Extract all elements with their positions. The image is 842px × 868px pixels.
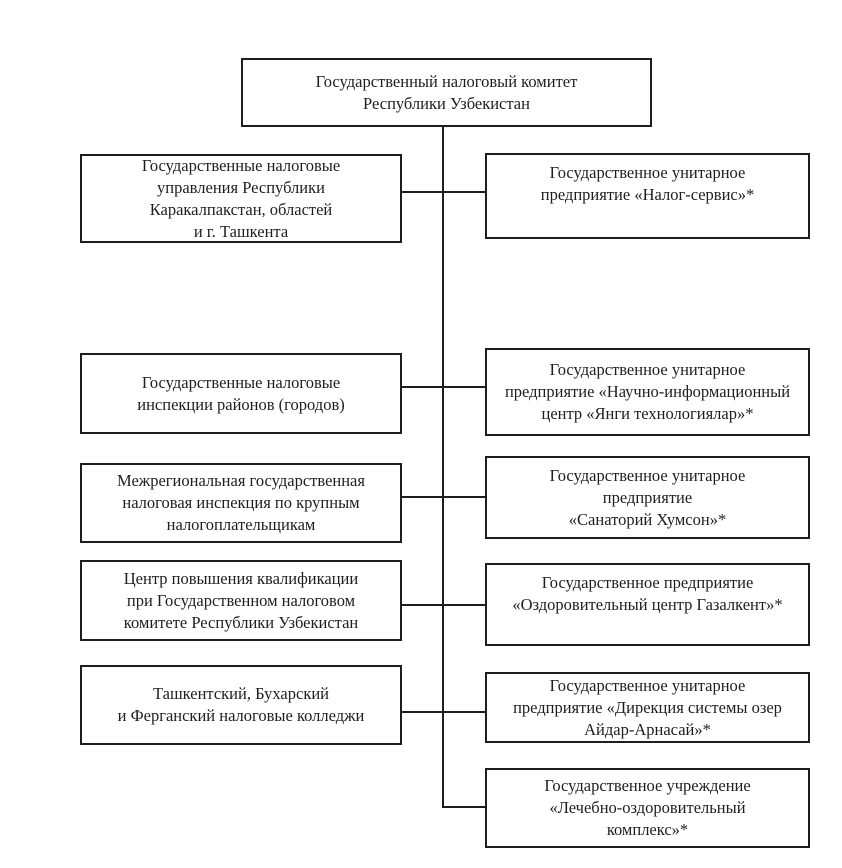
- org-box-nalog-service: Государственное унитарное предприятие «Н…: [485, 153, 810, 239]
- org-box-gazalkent-center-label: Государственное предприятие «Оздоровител…: [512, 573, 783, 614]
- connector-elbow-row-6: [442, 806, 485, 808]
- org-box-yangi-technologiyalar: Государственное унитарное предприятие «Н…: [485, 348, 810, 436]
- connector-row-2: [402, 386, 485, 388]
- org-box-district-tax-inspections: Государственные налоговые инспекции райо…: [80, 353, 402, 434]
- org-box-training-center-label: Центр повышения квалификации при Государ…: [123, 568, 359, 632]
- org-box-nalog-service-label: Государственное унитарное предприятие «Н…: [540, 163, 755, 204]
- org-box-sanatoriy-khumson-label: Государственное унитарное предприятие «С…: [549, 465, 746, 529]
- org-box-tax-colleges-label: Ташкентский, Бухарский и Ферганский нало…: [117, 684, 365, 725]
- org-box-interregional-inspection: Межрегиональная государственная налогова…: [80, 463, 402, 543]
- org-box-regional-tax-departments: Государственные налоговые управления Рес…: [80, 154, 402, 243]
- org-box-aydar-arnasay-label: Государственное унитарное предприятие «Д…: [513, 675, 782, 739]
- connector-row-5: [402, 711, 485, 713]
- org-box-health-complex-label: Государственное учреждение «Лечебно-оздо…: [544, 776, 751, 839]
- org-box-tax-committee: Государственный налоговый комитет Респуб…: [241, 58, 652, 127]
- connector-row-3: [402, 496, 485, 498]
- org-box-tax-committee-label: Государственный налоговый комитет Респуб…: [315, 71, 578, 113]
- org-box-yangi-technologiyalar-label: Государственное унитарное предприятие «Н…: [504, 360, 791, 423]
- org-box-health-complex: Государственное учреждение «Лечебно-оздо…: [485, 768, 810, 848]
- org-box-gazalkent-center: Государственное предприятие «Оздоровител…: [485, 563, 810, 646]
- org-box-aydar-arnasay: Государственное унитарное предприятие «Д…: [485, 672, 810, 743]
- org-box-sanatoriy-khumson: Государственное унитарное предприятие «С…: [485, 456, 810, 539]
- org-box-regional-tax-departments-label: Государственные налоговые управления Рес…: [141, 155, 341, 241]
- org-box-interregional-inspection-label: Межрегиональная государственная налогова…: [117, 471, 365, 534]
- connector-spine: [442, 127, 444, 808]
- org-box-training-center: Центр повышения квалификации при Государ…: [80, 560, 402, 641]
- org-box-district-tax-inspections-label: Государственные налоговые инспекции райо…: [137, 372, 345, 414]
- org-box-tax-colleges: Ташкентский, Бухарский и Ферганский нало…: [80, 665, 402, 745]
- connector-row-1: [402, 191, 485, 193]
- connector-row-4: [402, 604, 485, 606]
